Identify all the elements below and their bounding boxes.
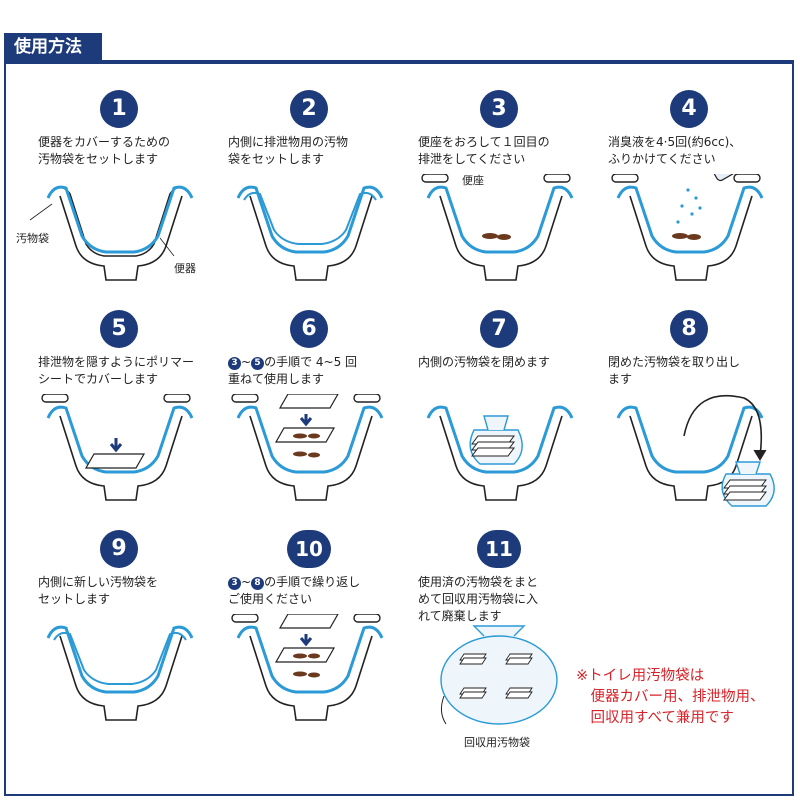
step-description: 便座をおろして１回目の 排泄をしてください — [418, 135, 550, 166]
seat-label: 便座 — [462, 174, 484, 187]
new-bag-setup-illustration — [46, 625, 194, 721]
page-title: 使用方法 — [4, 33, 102, 62]
step-4: 4 消臭液を4·5回(約6cc)、 ふりかけてください — [594, 90, 784, 310]
step-3: 3 便座をおろして１回目の 排泄をしてください 便座 — [404, 90, 594, 310]
step-9: 9 内側に新しい汚物袋を セットします — [24, 530, 214, 750]
step-5: 5 排泄物を隠すようにポリマー シートでカバーします — [24, 310, 214, 530]
usage-note: ※トイレ用汚物袋は 便器カバー用、排泄物用、 回収用すべて兼用です — [576, 668, 765, 726]
step-7: 7 内側の汚物袋を閉めます — [404, 310, 594, 530]
closed-inner-bag-illustration — [426, 405, 574, 501]
step-1: 1 便器をカバーするための 汚物袋をセットします 汚物袋 便器 — [16, 90, 214, 310]
step-2: 2 内側に排泄物用の汚物 袋をセットします — [214, 90, 404, 310]
step-description: 閉めた汚物袋を取り出し ます — [608, 355, 741, 386]
deodorant-spray-illustration — [611, 174, 764, 281]
step-number: 1 — [100, 90, 138, 128]
step-number: 5 — [100, 310, 138, 348]
step-number: 4 — [670, 90, 708, 128]
step-description: 内側に新しい汚物袋を セットします — [38, 575, 159, 606]
step-number: 10 — [287, 530, 331, 568]
collection-bag-label: 回収用汚物袋 — [464, 736, 530, 749]
polymer-sheet-cover-illustration — [41, 394, 194, 501]
inner-bag-setup-illustration — [236, 185, 384, 281]
step-description: 内側に排泄物用の汚物 袋をセットします — [228, 135, 349, 166]
step-11: 11 使用済の汚物袋をまと めて回収用汚物袋に入 れて廃棄します 回収用汚物袋 — [404, 530, 594, 750]
step-description: 消臭液を4·5回(約6cc)、 ふりかけてください — [608, 135, 742, 166]
header-line — [4, 60, 794, 62]
toilet-with-cover-bag-illustration — [29, 185, 194, 281]
deodorant-bottle-icon — [708, 174, 750, 182]
step-number: 11 — [477, 530, 521, 568]
step-number: 3 — [480, 90, 518, 128]
step-number: 9 — [100, 530, 138, 568]
step-description: 便器をカバーするための 汚物袋をセットします — [38, 135, 171, 166]
header-bar: 使用方法 — [4, 33, 794, 62]
instruction-frame — [4, 62, 794, 796]
layered-sheets-illustration — [231, 394, 384, 501]
toilet-label: 便器 — [174, 262, 196, 275]
step-number: 8 — [670, 310, 708, 348]
step-description: 内側の汚物袋を閉めます — [418, 355, 551, 369]
toilet-seat-down-illustration — [421, 174, 574, 281]
step-number: 7 — [480, 310, 518, 348]
step-number: 2 — [290, 90, 328, 128]
collection-bag-illustration — [440, 625, 558, 725]
step-8: 8 閉めた汚物袋を取り出し ます — [594, 310, 784, 530]
bag-label: 汚物袋 — [16, 232, 49, 245]
repeat-illustration — [231, 614, 384, 721]
step-number: 6 — [290, 310, 328, 348]
step-description: 使用済の汚物袋をまと めて回収用汚物袋に入 れて廃棄します — [418, 575, 539, 623]
step-description: 排泄物を隠すようにポリマー シートでカバーします — [38, 355, 195, 386]
remove-bag-illustration — [616, 394, 775, 507]
